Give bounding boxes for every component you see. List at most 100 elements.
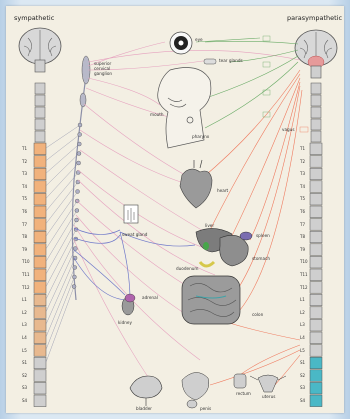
label-sweat: sweat gland xyxy=(122,232,148,237)
segment-label-right: S1 xyxy=(300,360,306,366)
chain-ganglion xyxy=(72,265,77,270)
label-ganglion: superior cervical ganglion xyxy=(94,61,113,76)
vertebra-t11 xyxy=(33,268,47,281)
intestines-organ xyxy=(181,275,241,325)
vertebra-l3 xyxy=(33,319,47,332)
vertebra-t10 xyxy=(309,256,323,269)
cervical-vertebra xyxy=(310,106,322,119)
segment-label-left: T10 xyxy=(22,259,30,265)
vertebra-t4 xyxy=(309,180,323,193)
segment-label-left: L3 xyxy=(22,322,27,328)
vertebra-l4 xyxy=(33,331,47,344)
chain-ganglion xyxy=(74,217,79,223)
vertebra-t9 xyxy=(309,243,323,256)
ramus-line xyxy=(45,210,78,262)
tear-gland-organ xyxy=(203,58,217,65)
male-genitals-organ xyxy=(181,372,209,409)
chain-ganglion xyxy=(75,179,81,185)
vertebra-t8 xyxy=(33,230,47,244)
ramus-line xyxy=(45,181,79,224)
sympathetic-header: sympathetic xyxy=(14,14,55,22)
label-genitals-female: uterus xyxy=(262,394,276,399)
vertebra-t7 xyxy=(33,218,47,231)
vertebra-t11 xyxy=(309,268,323,281)
spleen-organ xyxy=(239,231,253,241)
label-eye: eye xyxy=(195,37,203,42)
label-tear-glands: tear glands xyxy=(219,58,243,63)
chain-ganglion xyxy=(72,274,77,280)
segment-label-left: T3 xyxy=(22,171,27,177)
vertebra-l2 xyxy=(309,306,323,319)
segment-label-right: T8 xyxy=(300,234,305,240)
cervical-vertebra xyxy=(310,130,322,143)
cervical-vertebra xyxy=(34,106,46,119)
chain-ganglion xyxy=(77,122,83,128)
ramus-line xyxy=(45,257,76,325)
ramus-line xyxy=(45,191,78,237)
vertebra-l4 xyxy=(309,331,323,344)
vertebra-t12 xyxy=(33,281,47,294)
ramus-line xyxy=(45,286,75,363)
vertebra-l5 xyxy=(33,344,47,357)
vertebra-t2 xyxy=(309,155,323,168)
segment-label-right: S4 xyxy=(300,398,306,403)
segment-label-right: L1 xyxy=(300,297,305,303)
segment-label-right: L2 xyxy=(300,309,305,315)
segment-label-right: L3 xyxy=(300,322,305,328)
stomach-organ xyxy=(219,235,249,267)
segment-label-left: S1 xyxy=(22,360,28,366)
vertebra-s2 xyxy=(309,369,323,382)
right-brain xyxy=(294,29,338,79)
segment-label-left: L4 xyxy=(22,335,27,340)
vertebra-t5 xyxy=(33,193,47,206)
left-spinal-cord xyxy=(33,82,47,407)
segment-label-right: T10 xyxy=(300,259,308,265)
segment-label-right: T4 xyxy=(300,183,305,189)
segment-label-left: T7 xyxy=(22,221,27,227)
chain-ganglion xyxy=(76,151,82,156)
cervical-vertebra xyxy=(310,94,322,107)
segment-label-left: T12 xyxy=(22,284,30,290)
segment-label-left: T6 xyxy=(22,209,27,214)
label-colon: colon xyxy=(252,312,264,317)
cervical-vertebra xyxy=(310,82,322,95)
vertebra-t7 xyxy=(309,218,323,231)
eye-organ xyxy=(169,31,193,55)
label-liver: liver xyxy=(205,223,215,228)
cervical-vertebra xyxy=(34,118,46,131)
vertebra-t1 xyxy=(33,142,47,155)
segment-label-right: L4 xyxy=(300,335,305,340)
label-vagus: vagus xyxy=(282,127,295,132)
left-brain xyxy=(18,27,62,73)
vertebra-s4 xyxy=(33,394,47,407)
segment-label-left: T8 xyxy=(22,234,27,240)
segment-label-right: T12 xyxy=(300,284,308,290)
ramus-line xyxy=(45,153,80,186)
ramus-line xyxy=(45,172,79,212)
ramus-line xyxy=(45,229,77,287)
ramus-line xyxy=(45,267,75,338)
vertebra-s1 xyxy=(33,356,47,370)
segment-label-left: L1 xyxy=(22,297,27,303)
segment-label-left: L2 xyxy=(22,309,27,315)
vertebra-l1 xyxy=(33,293,47,307)
segment-label-right: T5 xyxy=(300,196,305,202)
vertebra-t12 xyxy=(309,281,323,294)
vertebra-t3 xyxy=(309,167,323,181)
label-kidney: kidney xyxy=(118,320,132,325)
vertebra-s4 xyxy=(309,394,323,407)
vertebra-t8 xyxy=(309,230,323,244)
chain-ganglion xyxy=(75,189,80,194)
gallbladder-organ xyxy=(203,242,209,250)
segment-label-right: T3 xyxy=(300,171,305,177)
chain-ganglion xyxy=(76,160,81,166)
heart-organ xyxy=(179,159,213,209)
cervical-vertebra xyxy=(34,130,46,143)
rectum-organ xyxy=(233,373,247,389)
chain-ganglion xyxy=(71,284,77,289)
ramus-line xyxy=(45,200,78,249)
vertebra-s3 xyxy=(33,382,47,395)
head-profile xyxy=(157,67,212,149)
ramus-line xyxy=(45,162,79,199)
